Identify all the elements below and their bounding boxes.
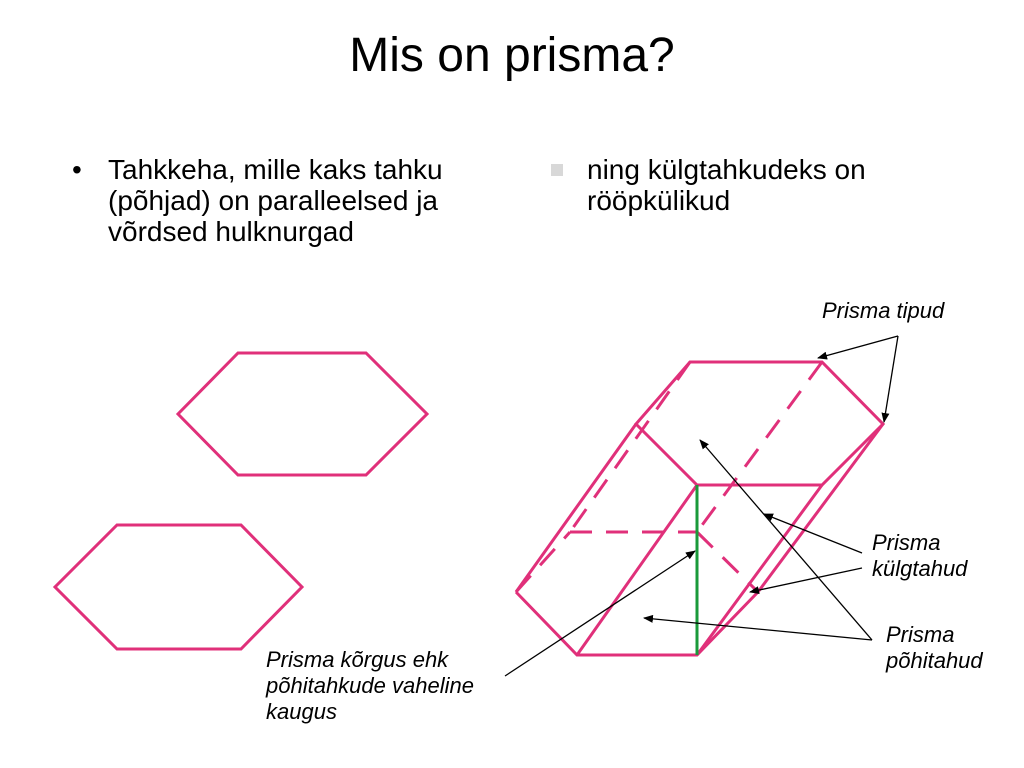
- arrow-lateral-1: [763, 513, 863, 554]
- arrow-height: [504, 550, 696, 677]
- label-bases: Prisma põhitahud: [886, 622, 983, 674]
- label-height: Prisma kõrgus ehk põhitahkude vaheline k…: [266, 647, 474, 725]
- prism-edge: [514, 423, 638, 593]
- prism-edge: [756, 423, 885, 593]
- label-lateral-faces: Prisma külgtahud: [872, 530, 967, 582]
- slide-title: Mis on prisma?: [349, 29, 675, 82]
- square-bullet-icon: [551, 164, 563, 176]
- arrow-lateral-2: [749, 567, 863, 595]
- prism-hidden-edges: [514, 361, 824, 594]
- arrow-vertex-2: [881, 335, 899, 423]
- arrow-vertex-1: [817, 335, 899, 360]
- hexagon-lower: [52, 523, 305, 651]
- hexagon-upper: [175, 351, 430, 477]
- annotation-arrows: [504, 335, 899, 677]
- arrow-base-top: [699, 439, 873, 641]
- arrow-base-bottom: [643, 614, 873, 641]
- bullet-lateral-faces: ning külgtahkudeks on rööpkülikud: [551, 154, 991, 216]
- prism-edge: [695, 484, 824, 656]
- prism-edge: [575, 484, 699, 656]
- label-lateral-line-1: Prisma: [872, 530, 941, 555]
- label-lateral-line-2: külgtahud: [872, 556, 968, 581]
- bullet-definition: • Tahkkeha, mille kaks tahku (põhjad) on…: [72, 154, 492, 247]
- label-bases-line-2: põhitahud: [886, 648, 983, 673]
- label-height-line-1: Prisma kõrgus ehk: [266, 647, 449, 672]
- bullet-definition-text: Tahkkeha, mille kaks tahku (põhjad) on p…: [108, 154, 443, 247]
- label-vertices: Prisma tipud: [822, 298, 945, 323]
- prism-bottom-base-visible: [514, 590, 760, 657]
- bullet-marker: •: [72, 154, 82, 185]
- bullet-lateral-faces-text: ning külgtahkudeks on rööpkülikud: [587, 154, 866, 216]
- label-height-line-3: kaugus: [266, 699, 337, 724]
- label-height-line-2: põhitahkude vaheline: [266, 673, 474, 698]
- prism-top-base: [633, 360, 886, 487]
- label-bases-line-1: Prisma: [886, 622, 955, 647]
